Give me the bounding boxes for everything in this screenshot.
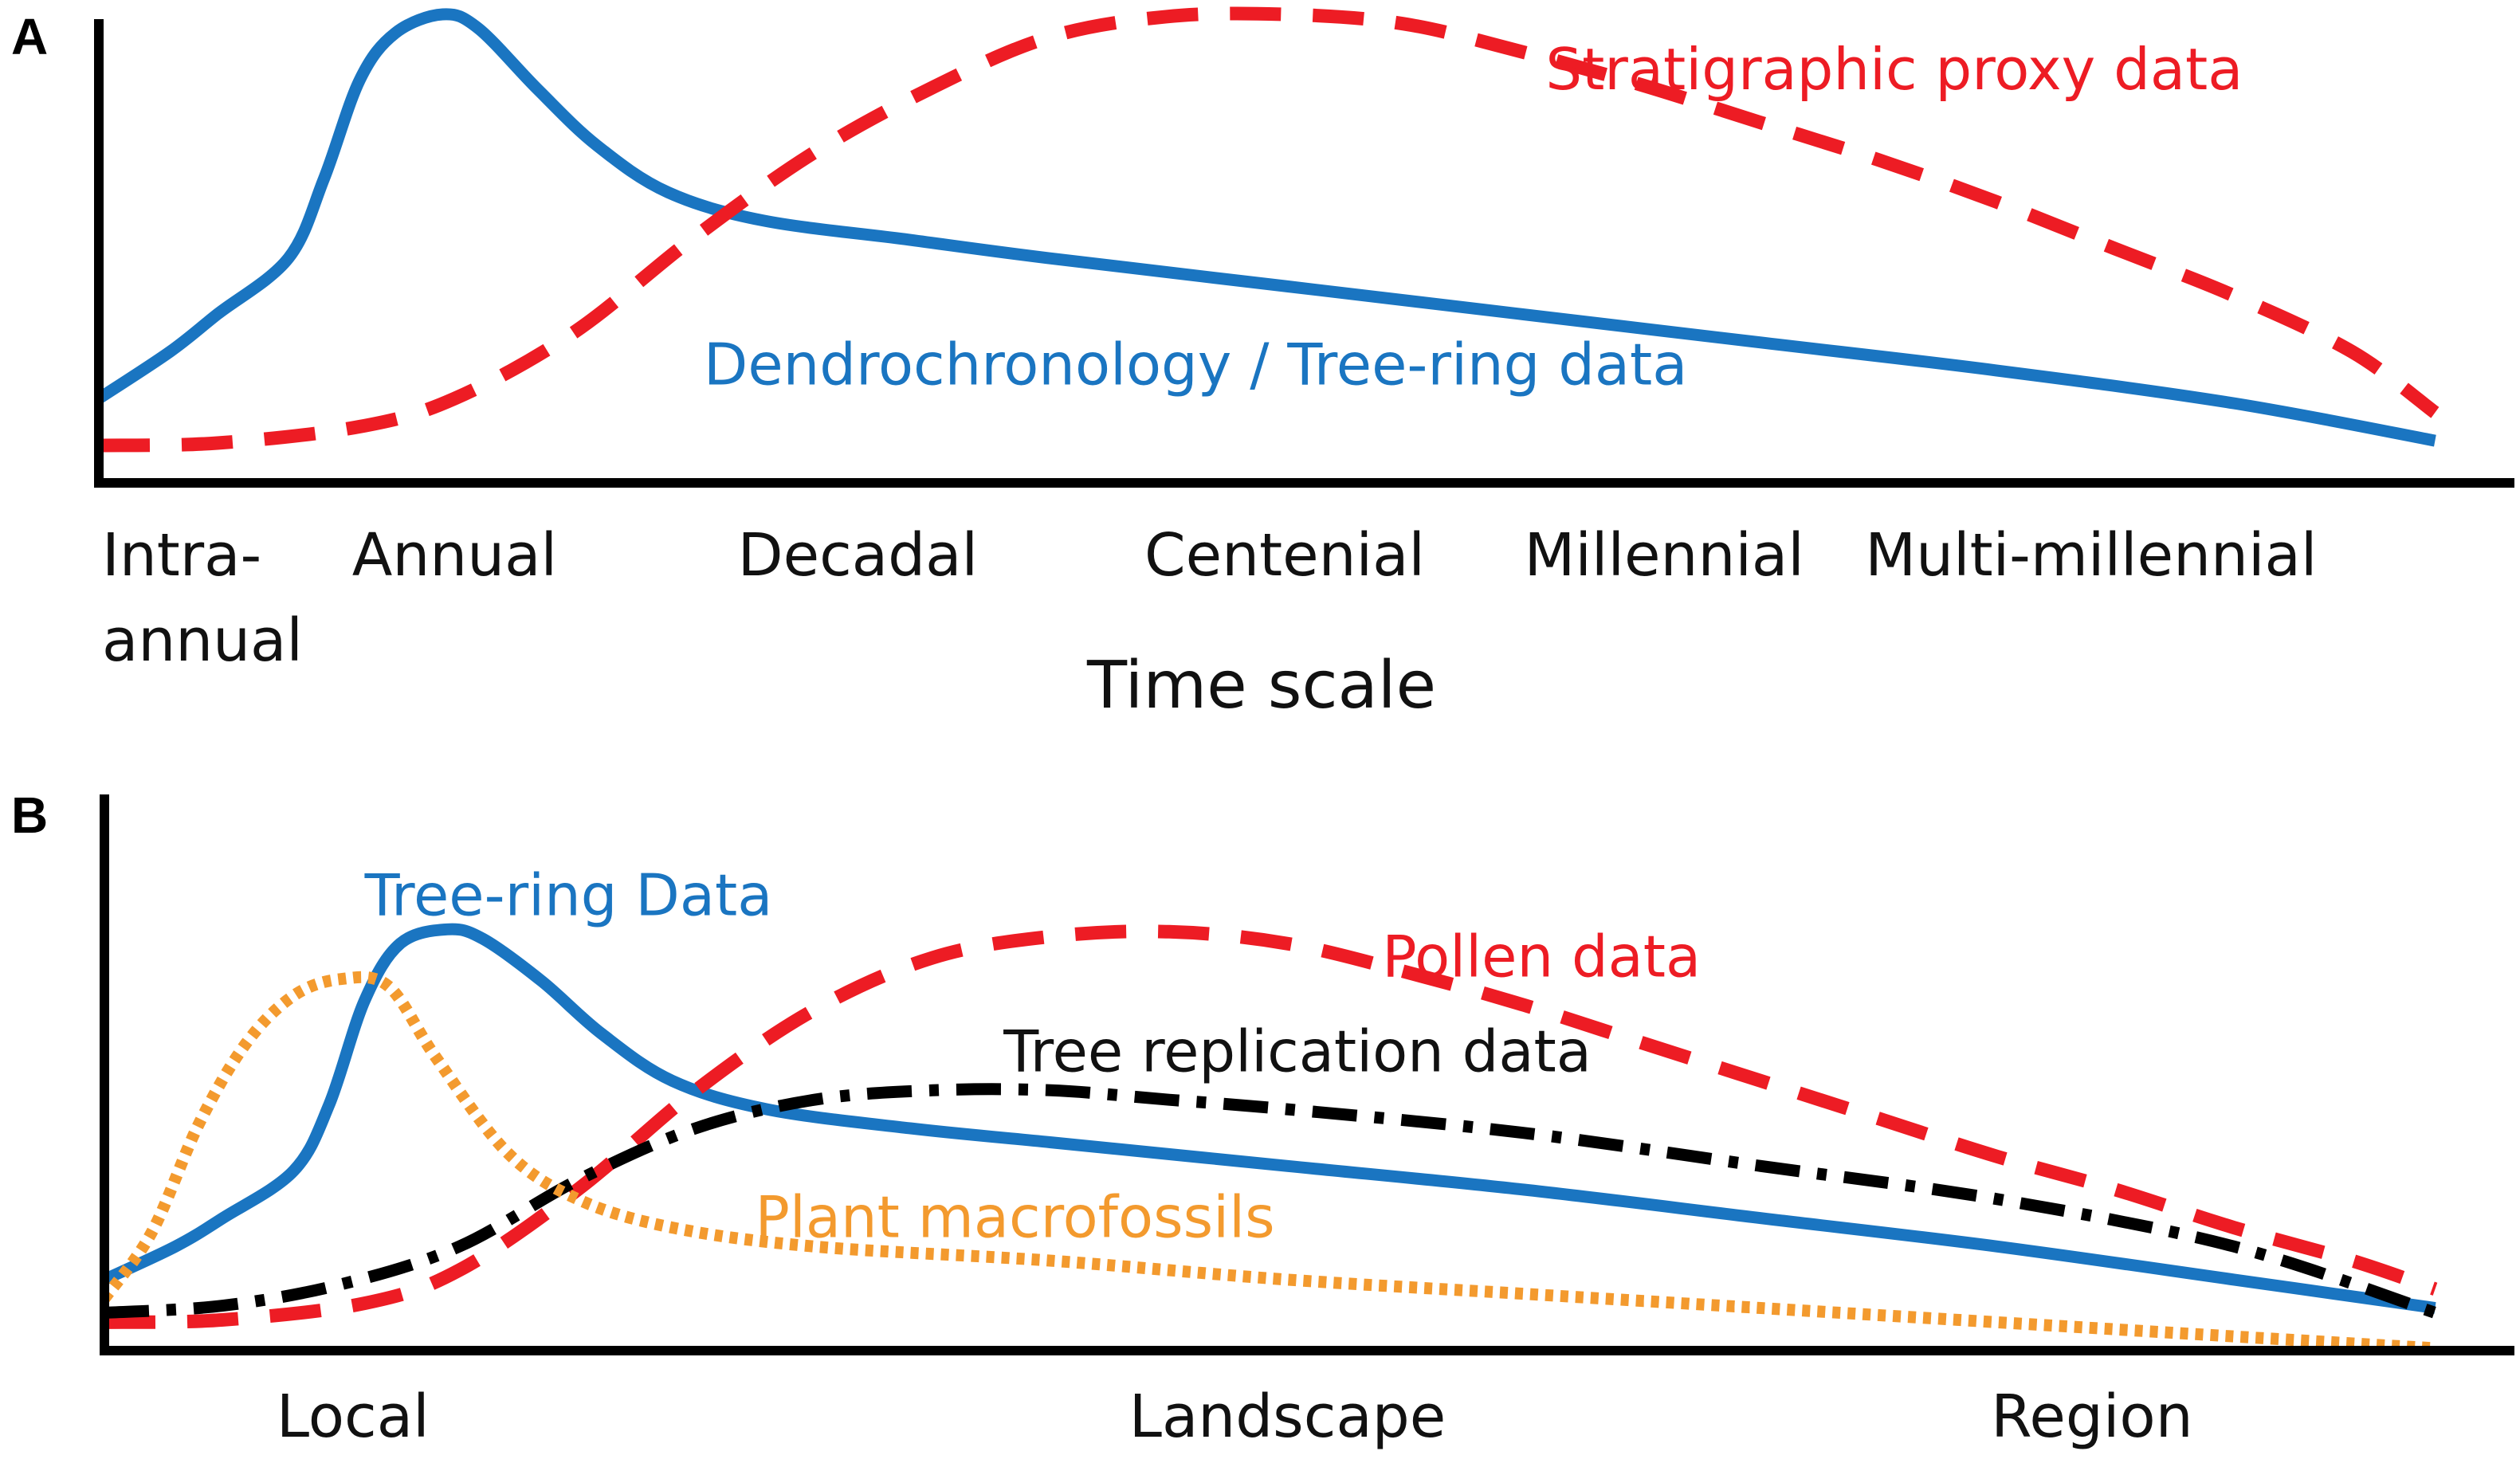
x-tick-label-intra-annual: Intra-annual [102, 521, 303, 675]
x-tick-label-local: Local [277, 1383, 430, 1451]
series-label-tree-replication-data: Tree replication data [1003, 1018, 1592, 1085]
x-tick-label-centenial: Centenial [1144, 521, 1425, 590]
x-tick-label-landscape: Landscape [1129, 1383, 1446, 1451]
series-line-pollen-data [104, 924, 2438, 1329]
x-tick-label-decadal: Decadal [738, 521, 978, 590]
panel-a-x-axis-title: Time scale [1086, 648, 1436, 724]
series-label-tree-ring-data: Tree-ring Data [364, 862, 773, 929]
x-tick-label-multi-millennial: Multi-millennial [1865, 521, 2317, 590]
panel-b-letter: B [11, 786, 48, 844]
series-line-tree-replication-data [104, 1083, 2437, 1319]
panel-a-series [95, 6, 2440, 453]
series-label-plant-macrofossils: Plant macrofossils [755, 1183, 1274, 1250]
panel-a-letter: A [11, 8, 48, 65]
series-label-stratigraphic-proxy-data: Stratigraphic proxy data [1545, 36, 2243, 103]
series-label-dendrochronology-tree-ring-data: Dendrochronology / Tree-ring data [704, 331, 1688, 398]
series-label-pollen-data: Pollen data [1382, 924, 1701, 990]
panel-a-tick-labels: Intra-annual Annual Decadal Centenial Millen… [102, 521, 2317, 675]
x-tick-label-region: Region [1991, 1383, 2192, 1451]
series-line-plant-macrofossils [99, 971, 2436, 1355]
panel-a-series-labels: Dendrochronology / Tree-ring data Stratig… [704, 36, 2243, 398]
series-line-dendrochronology-tree-ring-data [95, 8, 2436, 447]
x-tick-label-annual: Annual [352, 521, 557, 590]
x-tick-label-millennial: Millennial [1524, 521, 1804, 590]
series-line-tree-ring-data [101, 923, 2436, 1314]
panel-b-series [99, 923, 2438, 1355]
panel-a: A Dendrochronology / Tree-ring data Strat… [11, 6, 2514, 724]
panel-b-tick-labels: Local Landscape Region [277, 1383, 2193, 1451]
series-line-stratigraphic-proxy-data [98, 6, 2440, 453]
